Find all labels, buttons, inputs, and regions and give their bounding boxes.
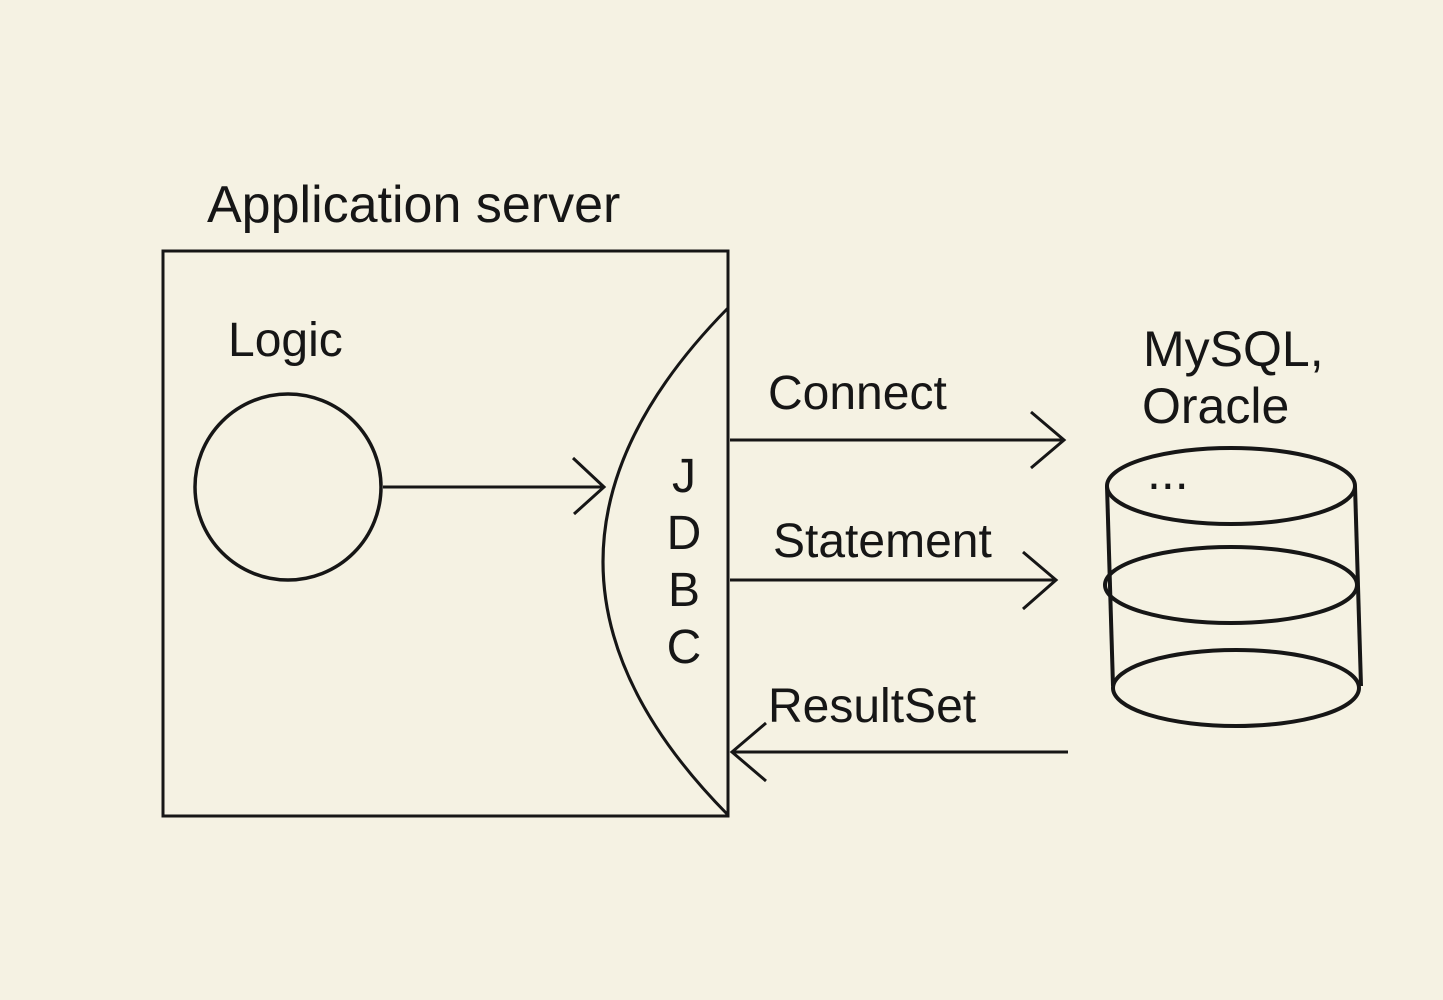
database-cylinder-middle-ellipse: [1103, 545, 1359, 625]
connect-flow: Connect: [730, 367, 1067, 470]
resultset-flow: ResultSet: [729, 680, 1068, 783]
resultset-arrowhead-icon: [729, 721, 767, 783]
logic-to-jdbc-arrow: [383, 456, 607, 516]
jdbc-letter-c: C: [667, 621, 702, 674]
statement-flow: Statement: [730, 515, 1059, 611]
connect-arrowhead-icon: [1030, 410, 1067, 470]
database-cylinder-top-ellipse: [1105, 446, 1357, 526]
jdbc-letter-b: B: [668, 564, 700, 617]
jdbc-label: J D B C: [667, 450, 702, 674]
database-cylinder-left-side: [1105, 485, 1115, 687]
logic-circle: [193, 392, 383, 582]
application-server-title: Application server: [207, 176, 620, 234]
jdbc-letter-d: D: [667, 507, 702, 560]
application-server-box: [161, 249, 730, 818]
statement-label: Statement: [773, 515, 992, 568]
database-cylinder-icon: [1103, 446, 1363, 728]
resultset-label: ResultSet: [768, 680, 976, 733]
jdbc-arc: [601, 306, 730, 817]
logic-to-jdbc-arrowhead-icon: [571, 456, 607, 516]
database-name-line1: MySQL,: [1143, 321, 1324, 377]
database-name-line2: Oracle: [1142, 378, 1289, 434]
connect-label: Connect: [768, 367, 947, 420]
database-ellipsis: ...: [1147, 444, 1189, 500]
statement-arrowhead-icon: [1022, 550, 1059, 611]
database-cylinder-bottom-ellipse: [1111, 648, 1361, 728]
jdbc-letter-j: J: [672, 450, 696, 503]
logic-label: Logic: [228, 314, 343, 367]
